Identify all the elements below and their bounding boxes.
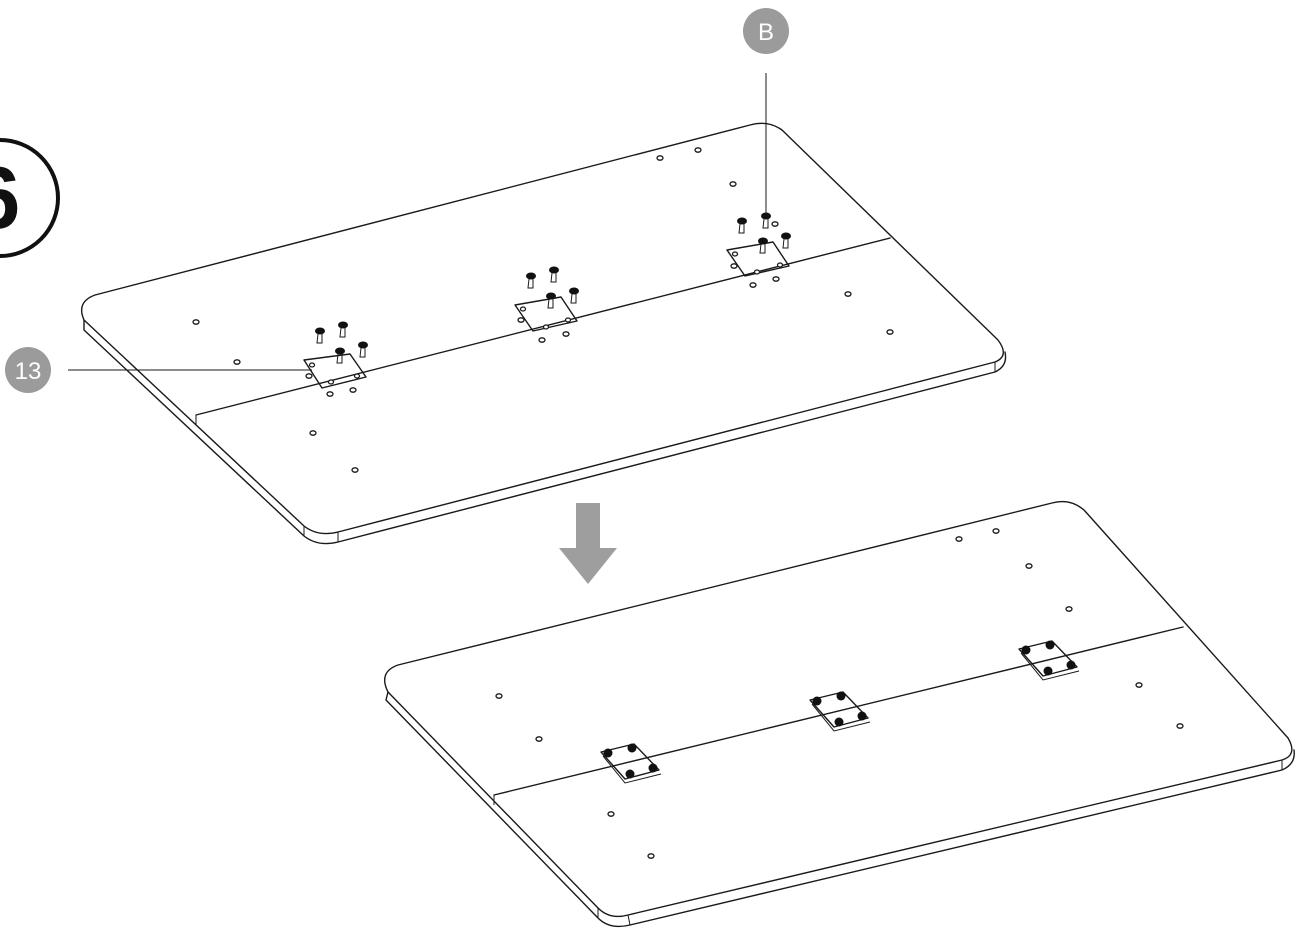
desktop-panel-bottom (384, 500, 1295, 928)
bracket-installed-left (600, 743, 662, 784)
bracket-plate-middle (514, 296, 578, 343)
panel-bottom-holes (495, 528, 1184, 859)
bracket-installed-right (1018, 640, 1080, 681)
down-arrow-icon (559, 503, 617, 584)
callout-13-badge (5, 347, 51, 393)
callout-13-label: 13 (15, 358, 42, 385)
bracket-plate-left (303, 353, 367, 397)
panel-bottom-edge-front (385, 691, 1295, 928)
callout-13: 13 (5, 347, 312, 393)
panel-bottom-seam (493, 626, 1184, 796)
bracket-plate-right (726, 221, 790, 288)
panel-bottom-surface (384, 500, 1293, 918)
panel-top-holes (192, 147, 894, 473)
step-number: 6 (0, 148, 20, 247)
screw-set-left (315, 321, 368, 364)
callout-b: B (743, 8, 789, 218)
bracket-installed-middle (809, 691, 871, 732)
desktop-panel-top (80, 122, 1007, 545)
callout-b-badge (743, 8, 789, 54)
screw-set-middle (526, 266, 579, 309)
callout-b-label: B (758, 19, 774, 46)
screw-set-right (737, 212, 791, 254)
panel-top-edge-front (83, 319, 1007, 545)
step-marker: 6 (0, 138, 60, 258)
step-circle (0, 138, 60, 258)
